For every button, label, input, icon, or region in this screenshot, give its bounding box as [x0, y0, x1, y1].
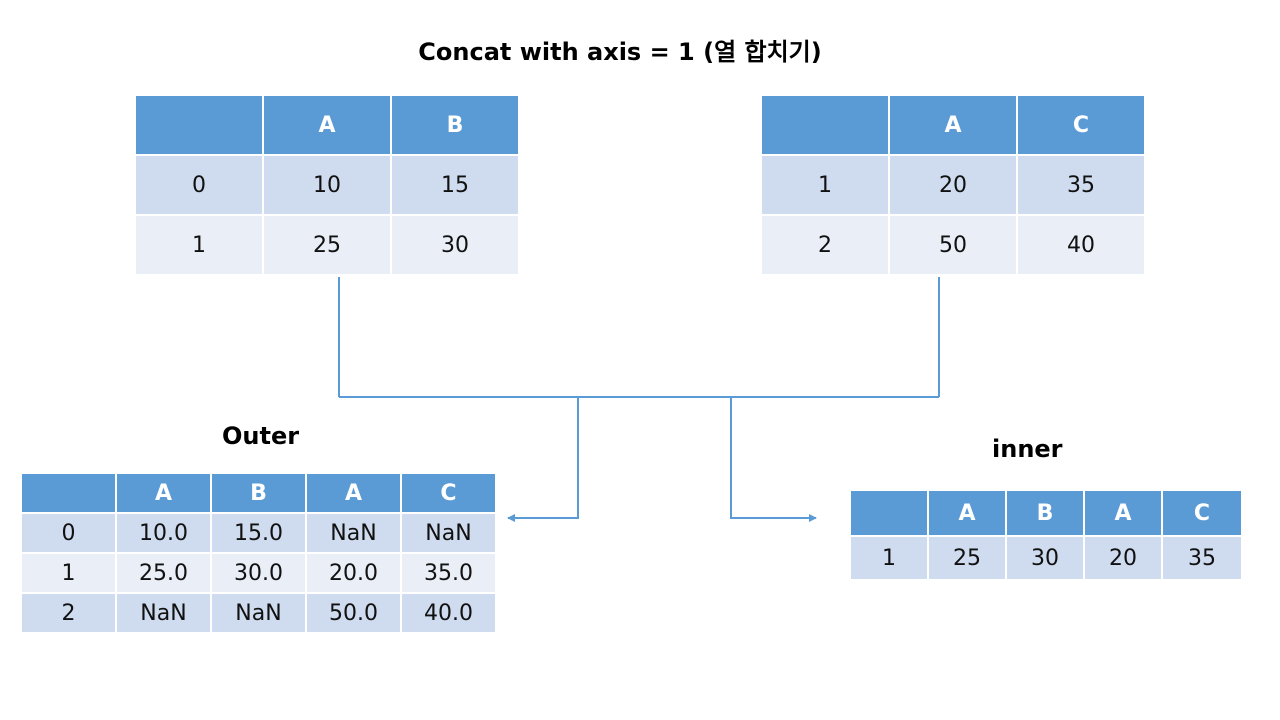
table-row: 1 20 35 — [760, 154, 1146, 216]
right-source-table: A C 1 20 35 2 50 40 — [760, 94, 1146, 276]
header-cell: C — [1161, 489, 1243, 537]
table-row: 0 10.0 15.0 NaN NaN — [20, 512, 497, 554]
table-cell: 0 — [134, 154, 264, 216]
header-cell — [20, 472, 117, 514]
table-cell: 0 — [20, 512, 117, 554]
table-header-row: A B — [134, 94, 520, 156]
table-header-row: A B A C — [849, 489, 1243, 537]
table-cell: 25.0 — [115, 552, 212, 594]
header-cell — [760, 94, 890, 156]
table-row: 1 25.0 30.0 20.0 35.0 — [20, 552, 497, 594]
table-cell: 10.0 — [115, 512, 212, 554]
page-title: Concat with axis = 1 (열 합치기) — [418, 38, 822, 66]
header-cell: B — [210, 472, 307, 514]
header-cell: A — [888, 94, 1018, 156]
table-cell: 40 — [1016, 214, 1146, 276]
table-row: 2 50 40 — [760, 214, 1146, 276]
outer-result-table: A B A C 0 10.0 15.0 NaN NaN 1 25.0 30.0 … — [20, 472, 497, 634]
table-cell: 2 — [20, 592, 117, 634]
header-cell: C — [400, 472, 497, 514]
arrow-to-outer — [507, 397, 579, 522]
table-cell: 15 — [390, 154, 520, 216]
header-cell: A — [115, 472, 212, 514]
table-header-row: A B A C — [20, 472, 497, 514]
table-cell: NaN — [305, 512, 402, 554]
header-cell — [849, 489, 929, 537]
table-cell: NaN — [400, 512, 497, 554]
table-cell: 1 — [20, 552, 117, 594]
table-cell: 50 — [888, 214, 1018, 276]
header-cell: B — [1005, 489, 1085, 537]
table-cell: 1 — [134, 214, 264, 276]
table-cell: 1 — [849, 535, 929, 581]
table-cell: 20 — [1083, 535, 1163, 581]
header-cell: A — [1083, 489, 1163, 537]
table-cell: 25 — [262, 214, 392, 276]
outer-label: Outer — [222, 422, 300, 450]
table-cell: 35 — [1016, 154, 1146, 216]
header-cell: A — [262, 94, 392, 156]
table-cell: 30 — [1005, 535, 1085, 581]
header-cell: B — [390, 94, 520, 156]
table-row: 1 25 30 20 35 — [849, 535, 1243, 581]
table-cell: 20.0 — [305, 552, 402, 594]
table-cell: 10 — [262, 154, 392, 216]
table-cell: NaN — [210, 592, 307, 634]
inner-label: inner — [992, 435, 1063, 463]
table-cell: 35 — [1161, 535, 1243, 581]
table-cell: 30 — [390, 214, 520, 276]
header-cell: A — [927, 489, 1007, 537]
table-cell: 2 — [760, 214, 890, 276]
header-cell — [134, 94, 264, 156]
table-row: 1 25 30 — [134, 214, 520, 276]
inner-result-table: A B A C 1 25 30 20 35 — [849, 489, 1243, 581]
table-cell: NaN — [115, 592, 212, 634]
table-row: 2 NaN NaN 50.0 40.0 — [20, 592, 497, 634]
left-source-table: A B 0 10 15 1 25 30 — [134, 94, 520, 276]
table-cell: 20 — [888, 154, 1018, 216]
table-row: 0 10 15 — [134, 154, 520, 216]
table-header-row: A C — [760, 94, 1146, 156]
table-cell: 35.0 — [400, 552, 497, 594]
table-cell: 30.0 — [210, 552, 307, 594]
table-cell: 1 — [760, 154, 890, 216]
table-cell: 40.0 — [400, 592, 497, 634]
header-cell: C — [1016, 94, 1146, 156]
table-cell: 15.0 — [210, 512, 307, 554]
table-cell: 50.0 — [305, 592, 402, 634]
header-cell: A — [305, 472, 402, 514]
table-cell: 25 — [927, 535, 1007, 581]
arrow-to-inner — [730, 397, 817, 522]
